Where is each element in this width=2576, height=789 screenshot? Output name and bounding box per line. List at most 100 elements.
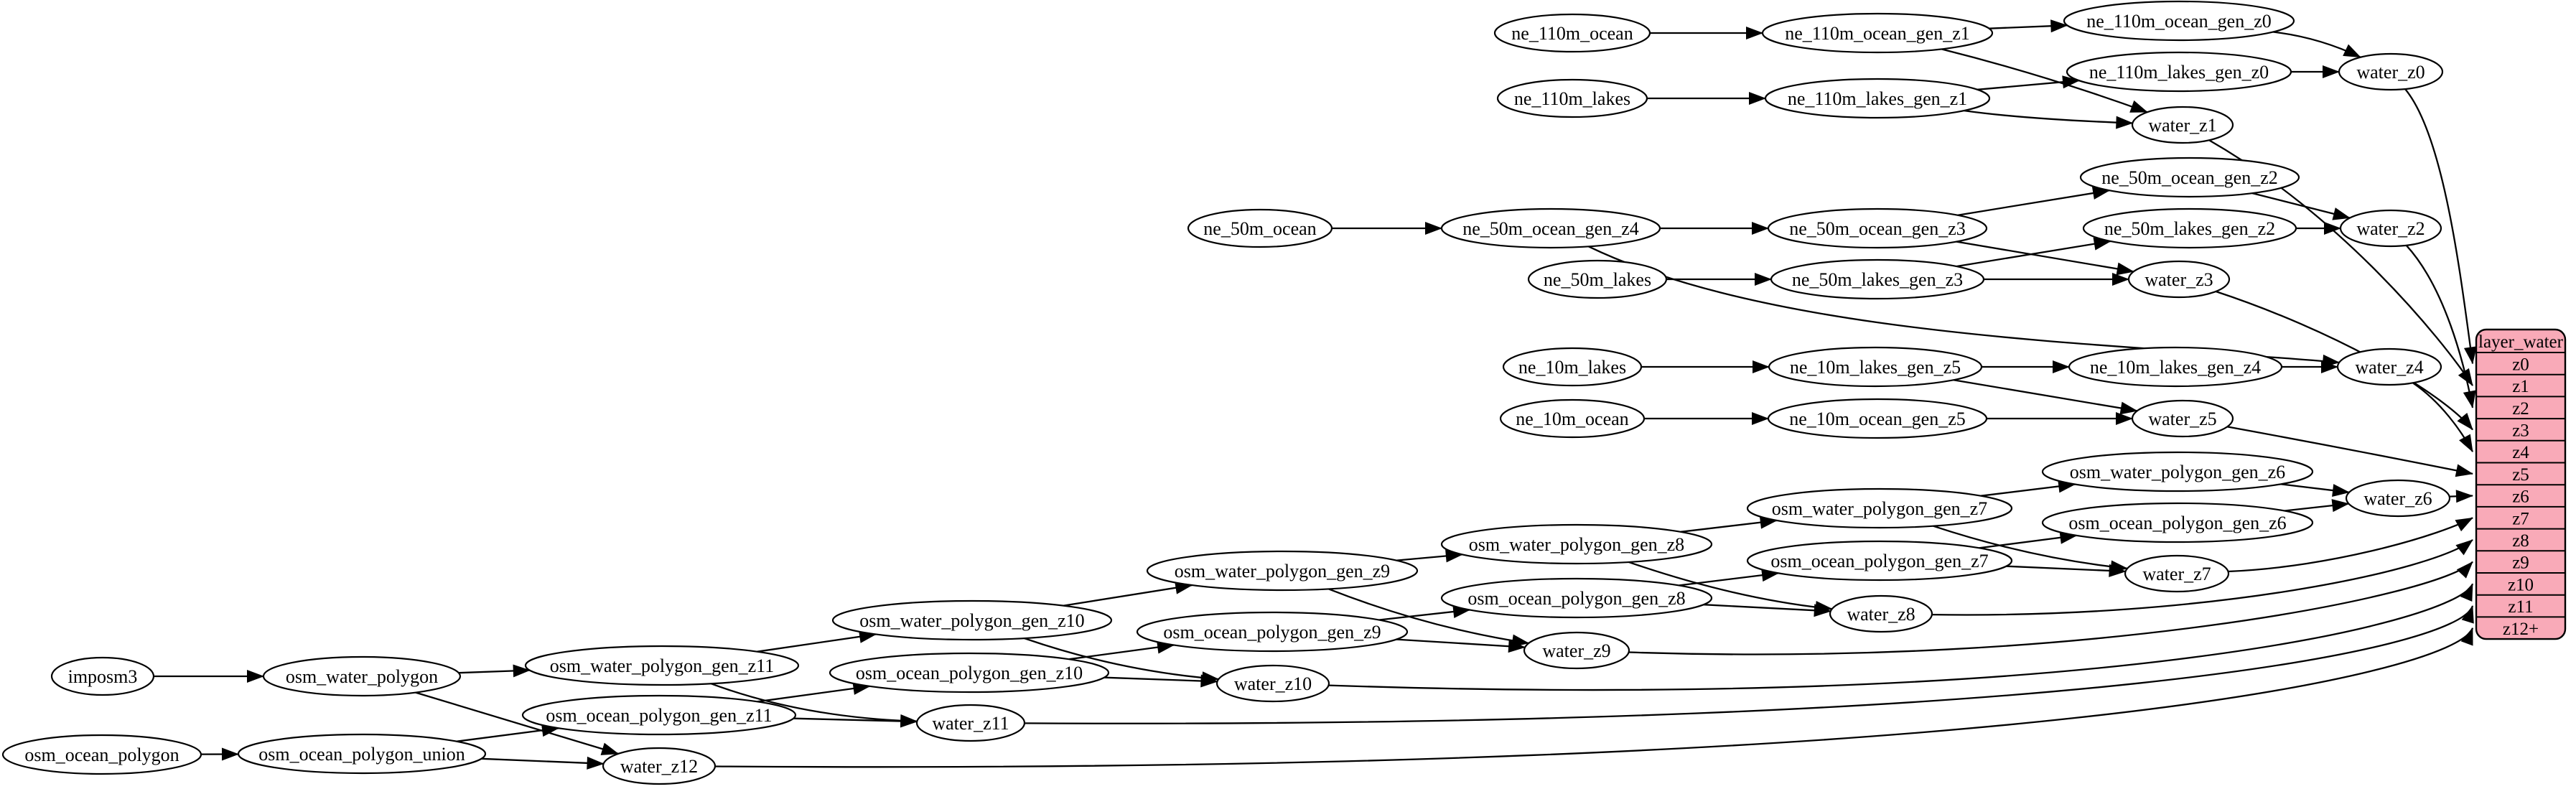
node-label: osm_water_polygon [286,666,438,687]
edge-osm-ocean-polygon-gen-z11-to-osm-ocean-polygon-gen-z10 [757,682,871,703]
node-water-z0: water_z0 [2338,52,2444,91]
node-ellipse [1499,398,1646,439]
node-label: ne_10m_ocean_gen_z5 [1789,408,1965,429]
node-label: ne_10m_lakes_gen_z4 [2090,357,2261,378]
node-ne-110m-lakes-gen-z1: ne_110m_lakes_gen_z1 [1764,78,1991,119]
node-ellipse [2345,479,2451,518]
edge-water-z6-to--z6 [2449,490,2473,503]
edge-osm-water-polygon-gen-z10-to-osm-water-polygon-gen-z9 [1063,581,1193,607]
node-label: water_z0 [2356,62,2425,83]
edge-ne-110m-lakes-gen-z1-to-water-z1 [1964,109,2134,129]
node-ellipse [2063,0,2295,42]
edge-osm-ocean-polygon-gen-z10-to-osm-ocean-polygon-gen-z9 [1069,640,1175,660]
node-ne-50m-lakes: ne_50m_lakes [1527,259,1668,299]
edge-ne-10m-lakes-gen-z5-to-water-z5 [1953,379,2138,415]
node-label: ne_50m_ocean_gen_z3 [1789,218,1965,239]
node-label: ne_50m_ocean [1203,218,1316,239]
node-ne-10m-ocean: ne_10m_ocean [1499,398,1646,439]
node-imposm3: imposm3 [50,656,155,696]
node-label: osm_ocean_polygon_gen_z9 [1163,622,1381,643]
edge-water-z4-to--z4 [2412,382,2474,452]
edge-osm-water-polygon-gen-z8-to-water-z8 [1628,561,1833,614]
edge-ne-110m-ocean-gen-z0-to-water-z0 [2272,31,2361,58]
node-ellipse [1746,540,2013,582]
node-label: ne_110m_ocean [1511,23,1633,44]
node-ellipse [2336,347,2442,386]
node-label: ne_10m_ocean [1516,408,1628,429]
node-ellipse [262,655,462,697]
edge-water-z8-to--z8 [1931,539,2473,616]
layer-water-row-z1: z1 [2512,377,2529,396]
edge-ne-110m-lakes-gen-z1-to-ne-110m-lakes-gen-z0 [1977,75,2080,90]
node-ellipse [1746,487,2013,529]
node-water-z3: water_z3 [2127,260,2231,299]
node-ne-110m-lakes: ne_110m_lakes [1496,78,1648,118]
node-ellipse [1496,78,1648,118]
edge-osm-ocean-polygon-gen-z7-to-osm-ocean-polygon-gen-z6 [1979,531,2078,549]
node-label: ne_50m_lakes [1544,269,1651,290]
edge-ne-110m-ocean-gen-z1-to-ne-110m-ocean-gen-z0 [1989,19,2068,33]
edge-water-z9-to--z9 [1628,561,2473,655]
edge-osm-ocean-polygon-gen-z10-to-water-z10 [1103,674,1218,688]
node-ellipse [237,733,487,775]
node-label: water_z3 [2145,269,2213,290]
node-label: osm_ocean_polygon_gen_z7 [1770,551,1988,571]
node-label: osm_water_polygon_gen_z9 [1175,561,1390,582]
edge-osm-ocean-polygon-gen-z6-to-water-z6 [2284,499,2350,513]
node-label: water_z9 [1542,640,1610,661]
node-water-z10: water_z10 [1215,664,1330,703]
node-osm-water-polygon-gen-z6: osm_water_polygon_gen_z6 [2041,451,2314,492]
node-ellipse [1527,259,1668,299]
node-label: osm_ocean_polygon_gen_z11 [546,705,772,726]
node-ellipse [1761,12,1994,54]
edge-osm-ocean-polygon-gen-z8-to-water-z8 [1703,604,1831,617]
node-ellipse [1440,207,1661,249]
layer-water-row-z11: z11 [2508,597,2533,617]
node-osm-water-polygon-gen-z8: osm_water_polygon_gen_z8 [1440,523,1713,565]
node-ellipse [1768,346,1983,388]
node-label: ne_50m_ocean_gen_z2 [2101,167,2277,188]
node-label: ne_50m_lakes_gen_z2 [2104,218,2275,239]
node-label: osm_water_polygon_gen_z10 [859,610,1084,631]
node-ellipse [1770,258,1985,300]
node-ellipse [1829,594,1933,633]
node-osm-water-polygon-gen-z7: osm_water_polygon_gen_z7 [1746,487,2013,529]
layer-water-row-z7: z7 [2512,509,2529,528]
node-ne-110m-ocean: ne_110m_ocean [1493,13,1651,53]
edge-osm-water-polygon-to-osm-water-polygon-gen-z11 [458,664,531,678]
layer-water-row-z2: z2 [2512,399,2529,419]
node-label: water_z8 [1847,604,1915,625]
node-label: water_z1 [2148,115,2216,136]
layer-water-row-z3: z3 [2512,421,2529,440]
layer-water-row-z0: z0 [2512,355,2529,374]
edge-osm-water-polygon-gen-z6-to-water-z6 [2280,483,2350,497]
edge-water-z0-to--z0 [2404,88,2477,365]
node-water-z4: water_z4 [2336,347,2442,386]
node-ellipse [1764,78,1991,119]
node-water-z5: water_z5 [2131,399,2234,438]
node-label: ne_110m_lakes_gen_z1 [1788,88,1967,109]
node-osm-ocean-polygon-gen-z7: osm_ocean_polygon_gen_z7 [1746,540,2013,582]
node-ellipse [2041,502,2314,543]
node-ne-110m-ocean-gen-z0: ne_110m_ocean_gen_z0 [2063,0,2295,42]
node-label: water_z11 [932,713,1009,734]
layer-water-table-header: layer_water [2478,332,2564,352]
node-label: water_z7 [2142,564,2211,584]
node-ne-50m-ocean-gen-z3: ne_50m_ocean_gen_z3 [1767,207,1988,249]
node-label: ne_110m_lakes [1514,88,1630,109]
node-ellipse [2131,399,2234,438]
layer-water-row-z6: z6 [2512,487,2529,507]
edge-osm-ocean-polygon-gen-z8-to-osm-ocean-polygon-gen-z7 [1679,569,1780,587]
node-ellipse [1136,611,1409,653]
node-label: water_z4 [2355,357,2423,378]
node-ne-50m-lakes-gen-z2: ne_50m_lakes_gen_z2 [2082,207,2297,249]
node-label: water_z2 [2356,218,2425,239]
node-label: osm_water_polygon_gen_z7 [1772,498,1987,519]
node-osm-ocean-polygon: osm_ocean_polygon [1,734,202,775]
node-ellipse [2082,207,2297,249]
node-ne-110m-lakes-gen-z0: ne_110m_lakes_gen_z0 [2066,51,2292,93]
edge-ne-50m-lakes-gen-z3-to-ne-50m-lakes-gen-z2 [1956,237,2111,268]
edges [154,19,2477,770]
node-ellipse [1767,398,1988,439]
